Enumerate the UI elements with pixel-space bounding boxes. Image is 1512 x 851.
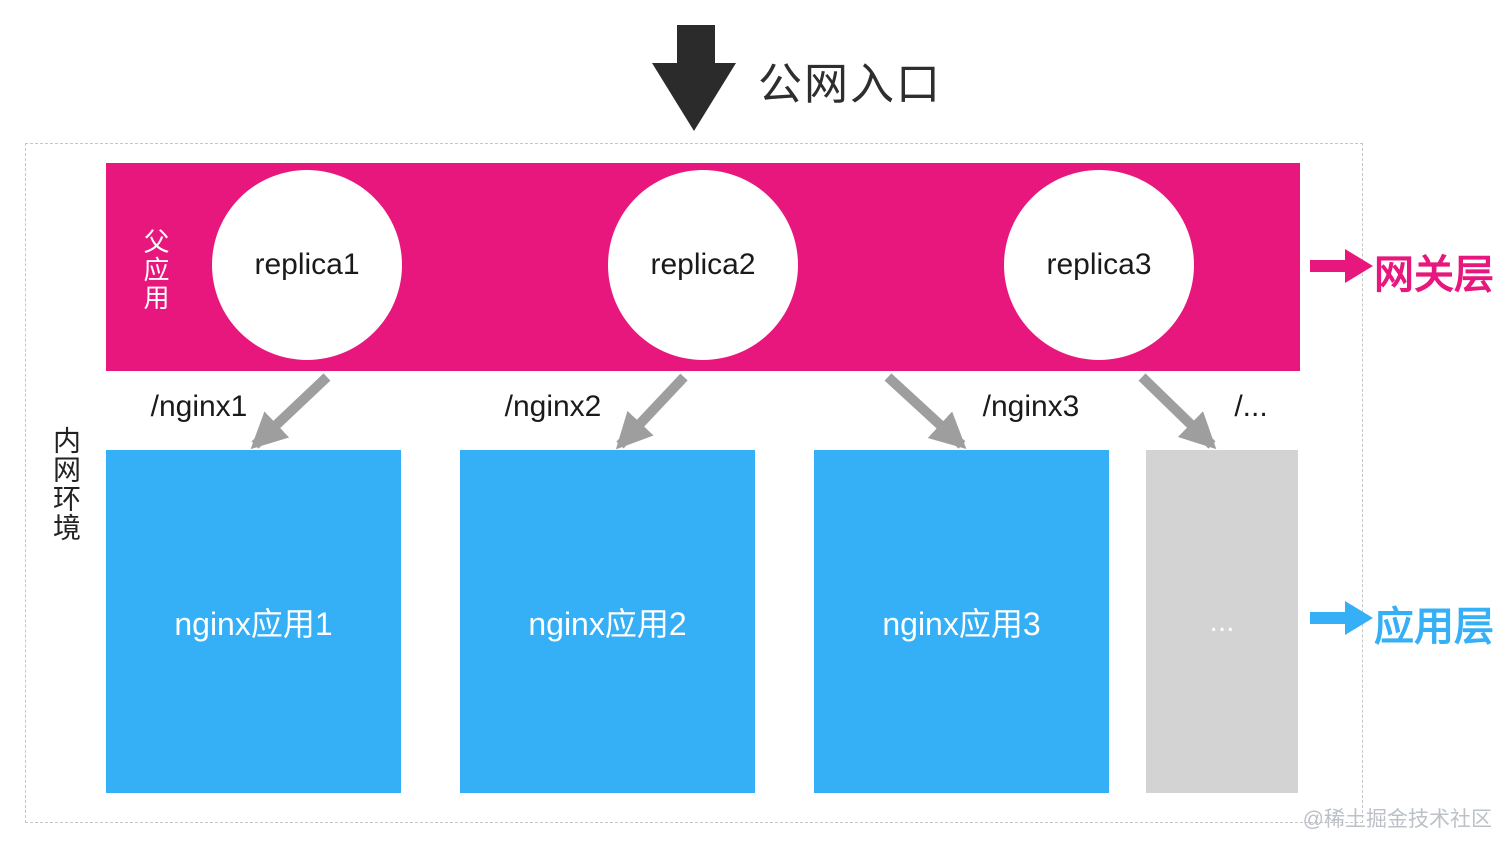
public-entry-label: 公网入口 <box>758 60 942 109</box>
gateway-layer-arrow-icon <box>1345 249 1373 283</box>
parent-app-label: 父应用 <box>140 228 170 312</box>
gateway-layer-label: 网关层 <box>1374 253 1494 297</box>
app-layer-label: 应用层 <box>1374 605 1494 649</box>
intranet-env-label: 内网环境 <box>50 426 81 542</box>
public-entry-arrow-down-icon <box>677 25 715 65</box>
watermark: @稀土掘金技术社区 <box>1302 808 1492 831</box>
replica-node: replica3 <box>1004 170 1194 360</box>
nginx-app-box: nginx应用1 <box>106 450 401 793</box>
nginx-app-box: nginx应用3 <box>814 450 1109 793</box>
gateway-layer-arrow-icon <box>1310 260 1346 272</box>
route-label: /... <box>1234 390 1268 423</box>
public-entry-arrow-down-icon <box>652 63 736 131</box>
route-label: /nginx2 <box>504 390 602 423</box>
nginx-app-box: nginx应用2 <box>460 450 755 793</box>
app-layer-arrow-icon <box>1345 601 1373 635</box>
route-label: /nginx3 <box>982 390 1080 423</box>
app-layer-arrow-icon <box>1310 612 1346 624</box>
more-apps-placeholder-box: ... <box>1146 450 1298 793</box>
replica-node: replica1 <box>212 170 402 360</box>
intranet-boundary <box>25 143 1363 823</box>
route-label: /nginx1 <box>150 390 248 423</box>
replica-node: replica2 <box>608 170 798 360</box>
